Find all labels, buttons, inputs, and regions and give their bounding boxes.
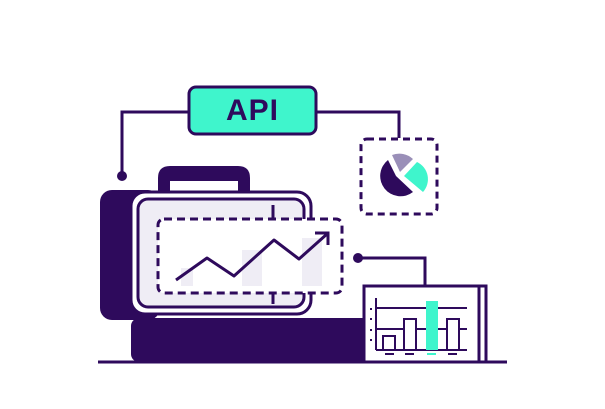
bar-chart-panel [362, 284, 488, 364]
api-badge [187, 85, 318, 136]
connector-dot-right [353, 253, 363, 263]
briefcase-handle [158, 166, 250, 198]
api-label: API [225, 93, 279, 127]
trend-up-arrow-icon [175, 232, 328, 282]
line-chart-card [156, 217, 344, 295]
pie-chart-card [359, 137, 439, 216]
connector-lines [120, 110, 427, 288]
connector-dot-left [117, 171, 127, 181]
bar-chart-icon [370, 298, 467, 355]
briefcase-base [131, 318, 386, 362]
pie-chart-icon [380, 153, 428, 197]
